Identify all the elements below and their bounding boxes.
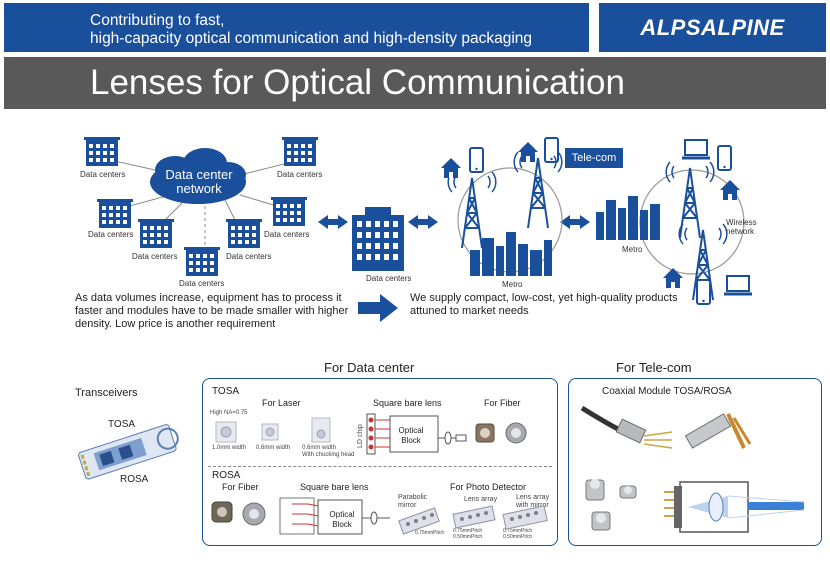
page-title: Lenses for Optical Communication	[4, 57, 826, 109]
cloud-label: Data center network	[165, 167, 233, 196]
metro-label-2: Metro	[622, 245, 643, 254]
dc-label-6: Data centers	[226, 252, 272, 261]
tosa-optical-block-label: Optical Block	[398, 426, 424, 445]
square-bare-lens-label-rosa: Square bare lens	[300, 482, 369, 492]
central-datacenter	[352, 207, 404, 271]
parabolic-mirror	[398, 507, 440, 535]
telecom-badge: Tele-com	[565, 148, 623, 168]
double-arrows	[318, 215, 590, 229]
width-label-1: 1.0mm width	[212, 445, 247, 451]
high-na-label: High NA=0.75	[210, 410, 248, 416]
for-data-center-heading: For Data center	[324, 360, 415, 375]
rosa-heading: ROSA	[212, 470, 241, 481]
lens-array-mirror-label: Lens array with mirror	[516, 494, 550, 509]
alpsalpine-logo: ALPSALPINE	[640, 14, 785, 40]
for-telecom-heading: For Tele-com	[616, 360, 692, 375]
dc-label-3: Data centers	[88, 230, 134, 239]
dc-label-7: Data centers	[179, 279, 225, 288]
for-photo-detector-label: For Photo Detector	[450, 482, 527, 492]
transceiver-module	[78, 424, 179, 480]
tosa-fiber-lens-2	[505, 422, 527, 444]
square-bare-lens-label-tosa: Square bare lens	[373, 398, 442, 408]
metro-label-1: Metro	[502, 280, 523, 289]
dc-label-5: Data centers	[132, 252, 178, 261]
tosa-callout: TOSA	[108, 419, 136, 430]
coaxial-rosa	[684, 413, 752, 449]
telecom-products	[580, 405, 805, 533]
big-arrow	[358, 294, 398, 322]
cloud-shape	[150, 148, 246, 204]
rosa-optical-diagram	[279, 497, 390, 535]
dc-label-central: Data centers	[366, 274, 412, 283]
laser-lens-3	[311, 417, 331, 443]
rosa-optical-block-label: Optical Block	[329, 510, 355, 529]
panel-divider	[208, 466, 552, 467]
rosa-fiber-lens-2	[242, 502, 266, 526]
lens-caps	[585, 479, 637, 531]
width-label-3: 0.6mm width With chucking head	[302, 445, 355, 458]
parabolic-mirror-label: Parabolic mirror	[398, 494, 428, 509]
for-laser-label: For Laser	[262, 398, 301, 408]
rosa-callout: ROSA	[120, 474, 149, 485]
coaxial-diagram	[664, 481, 805, 533]
coaxial-tosa	[580, 405, 673, 449]
lens-array-label: Lens array	[464, 496, 498, 503]
city-skyline-2	[596, 196, 660, 240]
laser-lens-1	[215, 421, 237, 443]
lens-array-part	[452, 505, 496, 529]
tosa-heading: TOSA	[212, 386, 240, 397]
header-bar: Contributing to fast, high-capacity opti…	[4, 3, 826, 52]
tagline-line2: high-capacity optical communication and …	[90, 30, 533, 47]
dc-label-2: Data centers	[277, 170, 323, 179]
pitch-label-2: 0.75mmPitch 0.50mmPitch	[453, 528, 483, 540]
city-skyline-1	[470, 232, 552, 276]
ld-chip-label: LD chip	[357, 424, 364, 448]
rosa-fiber-lens-1	[211, 501, 233, 523]
tagline: Contributing to fast, high-capacity opti…	[4, 3, 589, 52]
dc-label-4: Data centers	[264, 230, 310, 239]
network-diagram	[84, 137, 754, 322]
tosa-fiber-lens-1	[475, 423, 495, 443]
logo-area: ALPSALPINE	[599, 3, 826, 52]
requirement-text: As data volumes increase, equipment has …	[75, 292, 349, 330]
wireless-label: Wireless network	[726, 218, 757, 236]
tagline-line1: Contributing to fast,	[90, 12, 225, 29]
dc-label-1: Data centers	[80, 170, 126, 179]
transceivers-label: Transceivers	[75, 387, 138, 399]
data-center-products	[211, 413, 548, 535]
pitch-label-3: 0.75mmPitch 0.50mmPitch	[503, 528, 533, 540]
for-fiber-label-tosa: For Fiber	[484, 398, 521, 408]
header-gap	[589, 3, 599, 52]
pitch-label-1: 0.75mmPitch	[415, 530, 445, 536]
coaxial-heading: Coaxial Module TOSA/ROSA	[602, 386, 732, 397]
laser-lens-2	[261, 423, 279, 441]
for-fiber-label-rosa: For Fiber	[222, 482, 259, 492]
tosa-optical-diagram	[366, 413, 467, 455]
lens-array-mirror-part	[502, 505, 548, 530]
width-label-2: 0.6mm width	[256, 445, 291, 451]
supply-text: We supply compact, low-cost, yet high-qu…	[410, 292, 678, 317]
